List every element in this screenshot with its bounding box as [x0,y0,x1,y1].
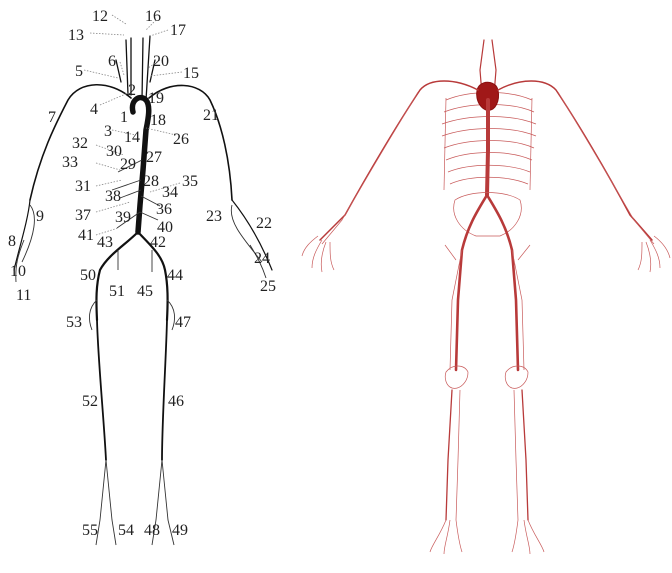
left-radial-vessel [14,200,30,270]
anatomical-right-leg-artery [487,195,518,370]
label-23: 23 [206,208,222,225]
label-17: 17 [170,22,186,39]
label-42: 42 [150,234,166,251]
anatomical-left-arm [320,81,478,240]
label-4: 4 [90,101,98,118]
label-39: 39 [115,209,131,226]
left-posterior-tibial-vessel [106,460,116,545]
label-11: 11 [16,287,31,304]
label-41: 41 [78,227,94,244]
label-48: 48 [144,522,160,539]
label-50: 50 [80,267,96,284]
right-carotid-vessel [142,38,143,100]
label-14: 14 [124,129,140,146]
label-2: 2 [128,82,136,99]
label-12: 12 [92,8,108,25]
label-25: 25 [260,278,276,295]
anatomical-right-foot [512,520,544,554]
label-8: 8 [8,233,16,250]
label-46: 46 [168,393,184,410]
label-43: 43 [97,234,113,251]
label-28: 28 [143,173,159,190]
anatomical-left-foot [430,520,462,554]
right-femoral-vessel [162,320,167,460]
label-15: 15 [183,65,199,82]
anatomical-right-lower-leg [522,390,528,520]
label-20: 20 [153,53,169,70]
label-5: 5 [75,63,83,80]
label-24: 24 [254,250,270,267]
label-47: 47 [175,314,191,331]
anatomical-right-knee [505,366,528,388]
label-16: 16 [145,8,161,25]
anatomical-left-leg-artery [456,195,487,370]
label-52: 52 [82,393,98,410]
label-9: 9 [36,208,44,225]
label-22: 22 [256,215,272,232]
anatomical-right-arm [498,81,652,240]
visceral-branch-c [120,190,141,198]
anatomical-left-lower-leg [446,390,452,520]
label-6: 6 [108,53,116,70]
label-37: 37 [75,207,91,224]
label-49: 49 [172,522,188,539]
label-31: 31 [75,178,91,195]
label-10: 10 [10,263,26,280]
label-33: 33 [62,154,78,171]
anatomical-pelvis [454,193,522,237]
label-19: 19 [148,90,164,107]
label-21: 21 [203,107,219,124]
label-29: 29 [120,156,136,173]
label-26: 26 [173,131,189,148]
anatomical-vascular-rendering [302,40,670,554]
label-55: 55 [82,522,98,539]
label-45: 45 [137,283,153,300]
label-44: 44 [167,267,183,284]
anatomical-aorta [487,100,488,195]
label-54: 54 [118,522,134,539]
label-3: 3 [104,123,112,140]
left-femoral-vessel [97,320,106,460]
label-38: 38 [105,188,121,205]
label-27: 27 [146,149,162,166]
label-18: 18 [150,112,166,129]
label-35: 35 [182,173,198,190]
label-1: 1 [120,109,128,126]
label-13: 13 [68,27,84,44]
label-7: 7 [48,109,56,126]
label-36: 36 [156,201,172,218]
label-34: 34 [162,184,178,201]
label-51: 51 [109,283,125,300]
label-32: 32 [72,135,88,152]
anatomical-right-hand [638,236,670,272]
anatomical-left-hand [302,236,334,272]
label-53: 53 [66,314,82,331]
